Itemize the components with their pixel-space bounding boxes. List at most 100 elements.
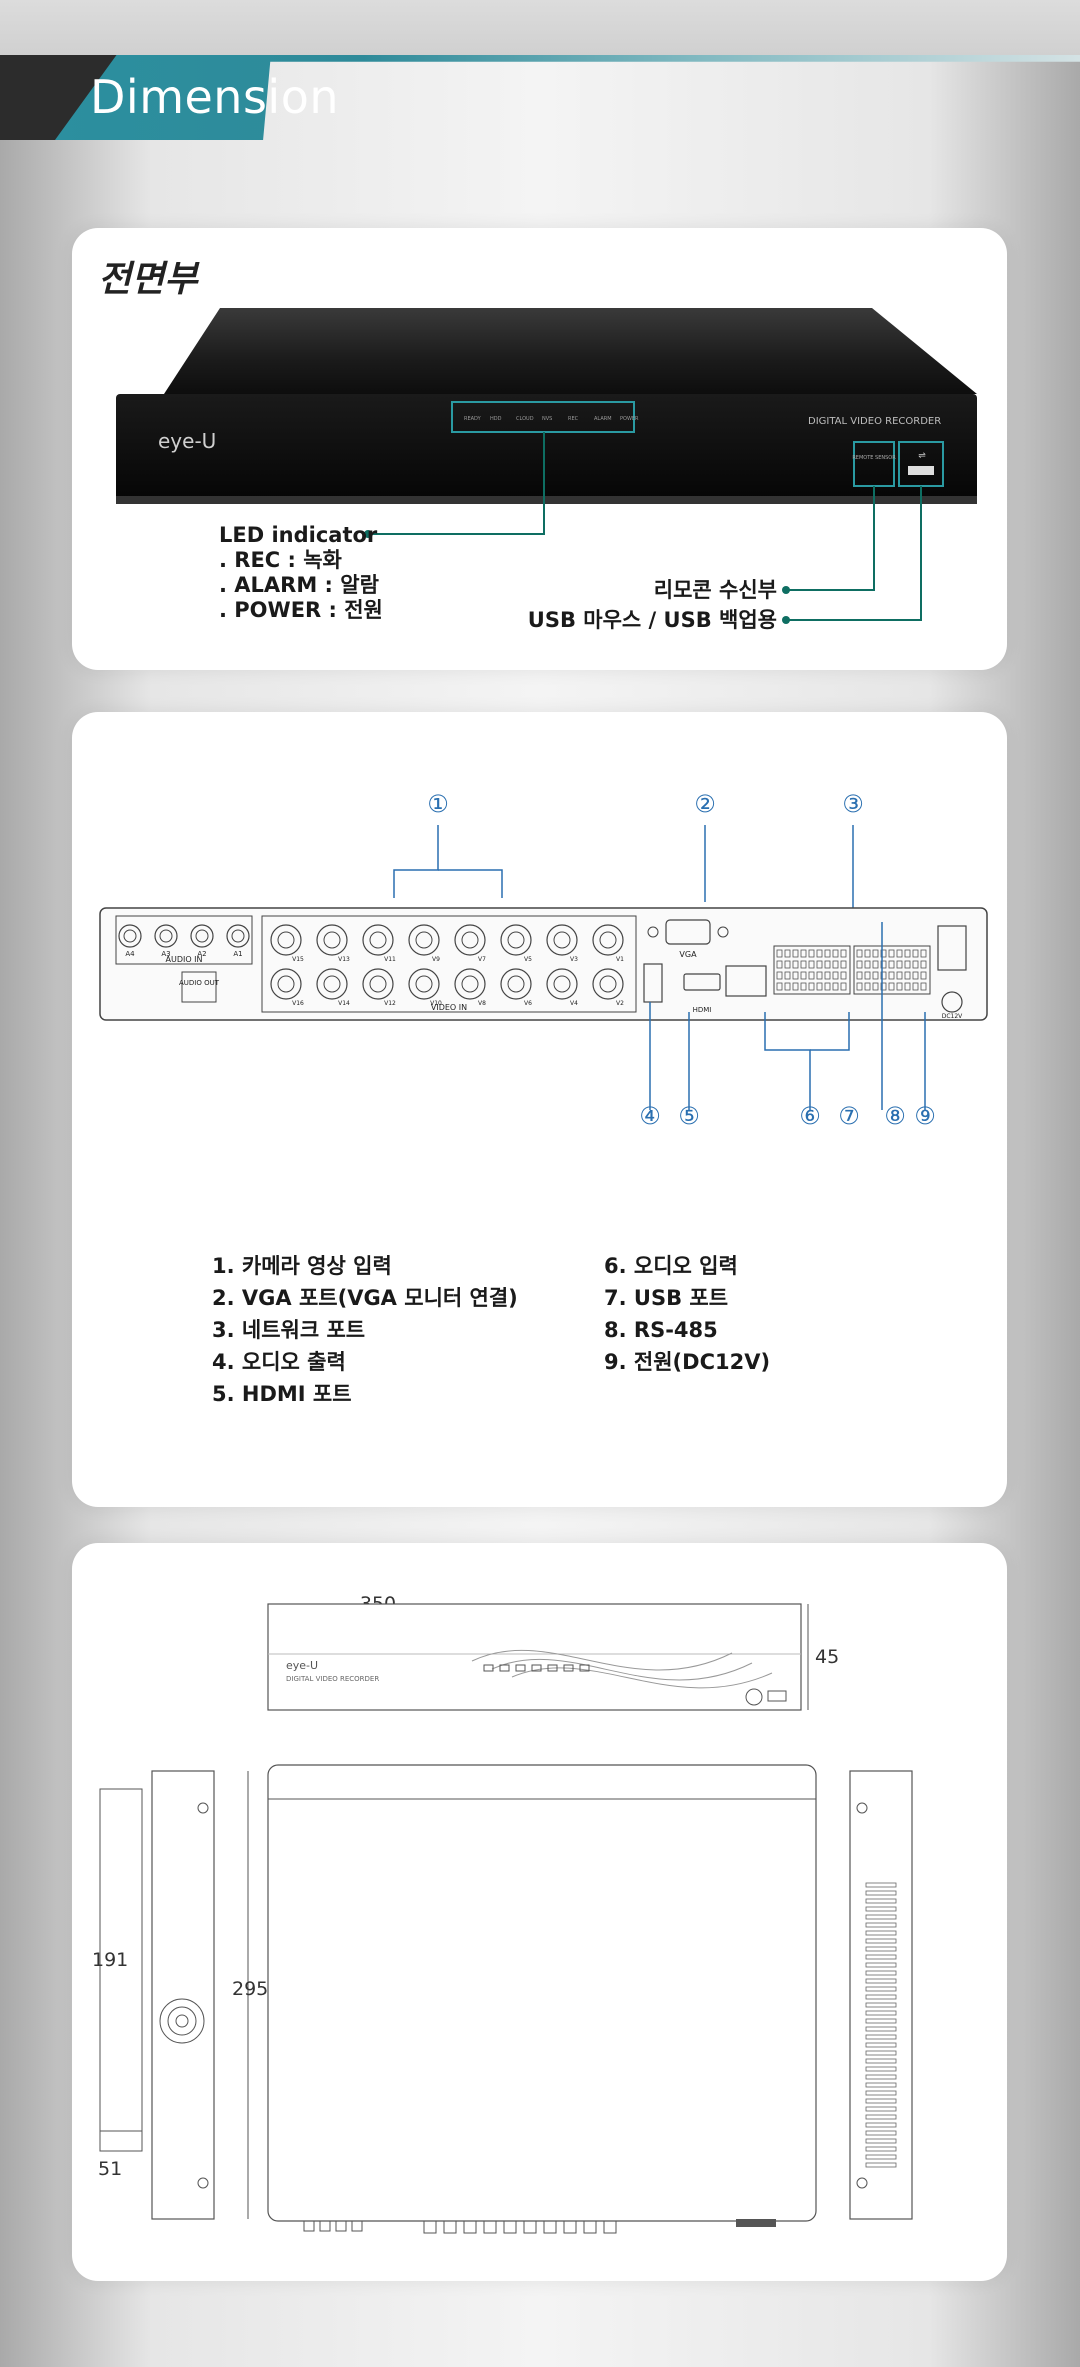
vent-slot bbox=[865, 2002, 897, 2008]
left-side-dim-bracket bbox=[99, 1788, 143, 2152]
audio-port-A2 bbox=[190, 924, 214, 948]
terminal-pin bbox=[920, 960, 927, 969]
audio-port-inner-A3 bbox=[159, 929, 173, 943]
rear-marker-7: ⑦ bbox=[838, 1102, 860, 1130]
terminal-pin bbox=[912, 960, 919, 969]
audio-port-label-A1: A1 bbox=[233, 950, 242, 958]
video-port-V10 bbox=[408, 968, 440, 1000]
side-lower-value: 51 bbox=[98, 2158, 122, 2180]
video-port-inner-V10 bbox=[415, 975, 433, 993]
video-port-label-V9: V9 bbox=[432, 956, 440, 963]
video-port-inner-V5 bbox=[507, 931, 525, 949]
video-port-inner-V12 bbox=[369, 975, 387, 993]
video-port-label-V15: V15 bbox=[292, 956, 304, 963]
terminal-block-left-frame bbox=[773, 945, 851, 995]
vga-label: VGA bbox=[679, 950, 697, 959]
remote-callout-dot bbox=[782, 586, 790, 594]
terminal-pin bbox=[888, 971, 895, 980]
legend-right-item-2: 7. USB 포트 bbox=[604, 1286, 729, 1310]
audio-port-A3 bbox=[154, 924, 178, 948]
led-label-2: CLOUD bbox=[516, 416, 534, 422]
terminal-pin bbox=[776, 971, 783, 980]
terminal-pin bbox=[840, 949, 847, 958]
left-side-fan-inner bbox=[167, 2006, 197, 2036]
terminal-pin bbox=[832, 960, 839, 969]
rear-marker-9: ⑨ bbox=[914, 1102, 936, 1130]
terminal-pin bbox=[880, 960, 887, 969]
video-port-V4 bbox=[546, 968, 578, 1000]
rear-marker-4: ④ bbox=[639, 1102, 661, 1130]
terminal-pin bbox=[792, 960, 799, 969]
vent-slot bbox=[865, 2050, 897, 2056]
dvr-front-face bbox=[116, 394, 977, 504]
remote-receiver-label: 리모콘 수신부 bbox=[653, 578, 777, 602]
terminal-pin bbox=[800, 960, 807, 969]
terminal-pin bbox=[888, 982, 895, 991]
terminal-pin bbox=[784, 971, 791, 980]
terminal-pin bbox=[840, 971, 847, 980]
legend-left-item-2: 2. VGA 포트(VGA 모니터 연결) bbox=[212, 1286, 518, 1310]
legend-left-item-1: 1. 카메라 영상 입력 bbox=[212, 1254, 392, 1278]
terminal-pin bbox=[912, 971, 919, 980]
rear-marker-8: ⑧ bbox=[884, 1102, 906, 1130]
audio-port-label-A4: A4 bbox=[125, 950, 135, 958]
terminal-pin bbox=[920, 949, 927, 958]
led-label-0: READY bbox=[464, 416, 482, 422]
vent-slot bbox=[865, 1978, 897, 1984]
dim-front-led bbox=[515, 1664, 526, 1672]
top-view-video-connector bbox=[563, 2220, 577, 2234]
top-view-box bbox=[267, 1764, 817, 2222]
dc-label: DC12V bbox=[942, 1013, 963, 1020]
video-port-label-V8: V8 bbox=[478, 1000, 486, 1007]
vent-slot bbox=[865, 1906, 897, 1912]
terminal-pin bbox=[872, 971, 879, 980]
terminal-pin bbox=[840, 960, 847, 969]
terminal-pin bbox=[920, 971, 927, 980]
top-view-video-connector bbox=[603, 2220, 617, 2234]
vent-slot bbox=[865, 1954, 897, 1960]
audio-out-block bbox=[181, 971, 217, 1003]
led-label-1: HDD bbox=[490, 416, 502, 422]
left-side-fan-outer bbox=[159, 1998, 205, 2044]
video-port-inner-V8 bbox=[461, 975, 479, 993]
rear-marker-6: ⑥ bbox=[799, 1102, 821, 1130]
video-port-label-V14: V14 bbox=[338, 1000, 350, 1007]
terminal-pin bbox=[896, 982, 903, 991]
hdmi-label: HDMI bbox=[693, 1006, 712, 1014]
top-view-video-connector bbox=[423, 2220, 437, 2234]
terminal-pin bbox=[872, 982, 879, 991]
top-view-video-connector bbox=[443, 2220, 457, 2234]
video-port-inner-V16 bbox=[277, 975, 295, 993]
dim-front-led bbox=[547, 1664, 558, 1672]
rear-marker-2: ② bbox=[694, 790, 716, 818]
vent-slot bbox=[865, 2090, 897, 2096]
video-port-V12 bbox=[362, 968, 394, 1000]
terminal-pin bbox=[808, 949, 815, 958]
terminal-pin bbox=[912, 982, 919, 991]
video-port-label-V11: V11 bbox=[384, 956, 396, 963]
vent-slot bbox=[865, 2026, 897, 2032]
led-label-4: REC bbox=[568, 416, 579, 422]
audio-out-label: AUDIO OUT bbox=[179, 979, 220, 987]
terminal-pin bbox=[800, 982, 807, 991]
right-side-screw-top bbox=[856, 1802, 868, 1814]
video-port-V2 bbox=[592, 968, 624, 1000]
vent-slot bbox=[865, 2018, 897, 2024]
vent-slot bbox=[865, 1890, 897, 1896]
video-port-inner-V6 bbox=[507, 975, 525, 993]
terminal-pin bbox=[904, 949, 911, 958]
terminal-pin bbox=[824, 960, 831, 969]
terminal-pin bbox=[872, 960, 879, 969]
terminal-pin bbox=[864, 982, 871, 991]
top-view-video-connector bbox=[483, 2220, 497, 2234]
video-port-label-V6: V6 bbox=[524, 1000, 532, 1007]
terminal-pin bbox=[888, 949, 895, 958]
vent-slot bbox=[865, 2138, 897, 2144]
rear-marker-5: ⑤ bbox=[678, 1102, 700, 1130]
video-port-V6 bbox=[500, 968, 532, 1000]
top-view-audio-connector bbox=[319, 2220, 331, 2232]
terminal-pin bbox=[904, 960, 911, 969]
